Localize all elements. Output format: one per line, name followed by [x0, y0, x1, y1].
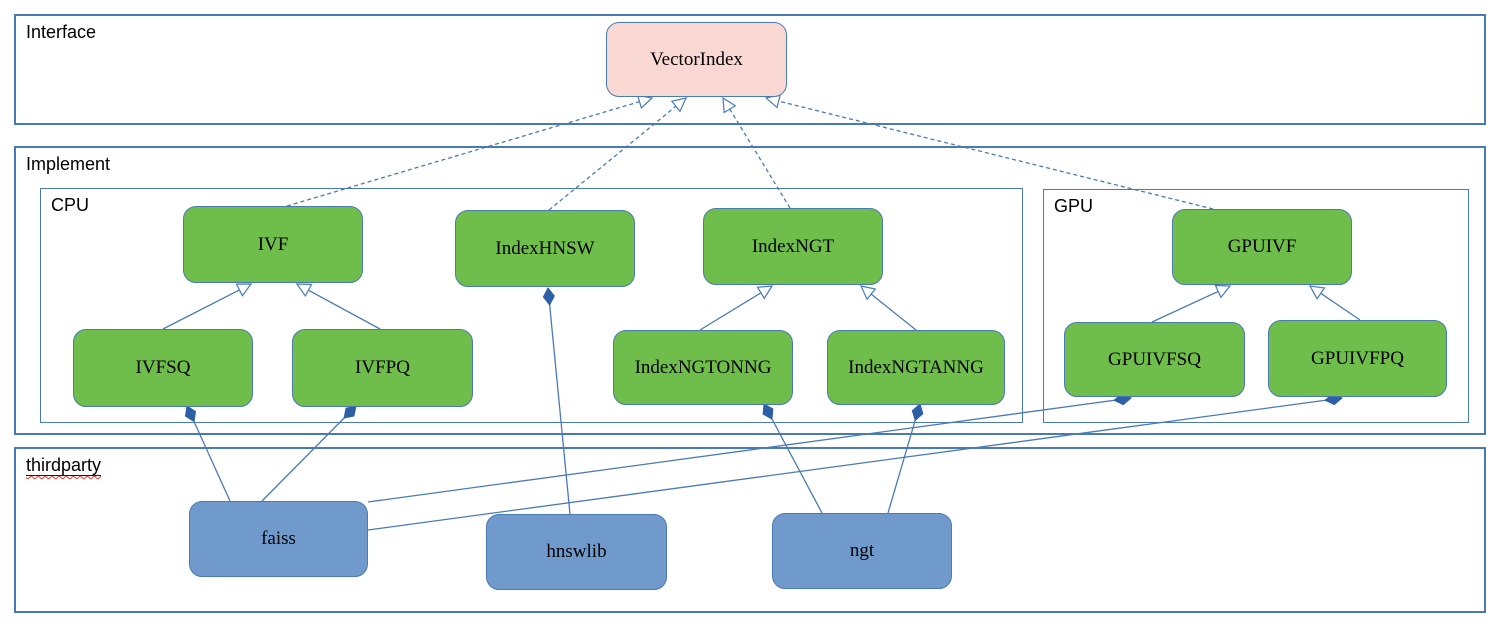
container-label-implement: Implement — [26, 154, 110, 176]
node-ngt[interactable]: ngt — [772, 513, 952, 589]
node-label-ivf: IVF — [257, 233, 289, 255]
node-label-ivfpq: IVFPQ — [355, 357, 410, 378]
container-label-text-gpu: GPU — [1054, 196, 1094, 216]
node-label-ngt: ngt — [849, 540, 875, 561]
node-label-ivfsq: IVFSQ — [135, 357, 191, 378]
container-label-gpu: GPU — [1054, 196, 1093, 218]
node-label-hnswlib: hnswlib — [546, 541, 607, 562]
node-indexngt[interactable]: IndexNGT — [703, 208, 883, 285]
node-ivfsq[interactable]: IVFSQ — [73, 329, 253, 407]
node-ivf[interactable]: IVF — [183, 206, 363, 283]
container-label-text-cpu: CPU — [51, 195, 90, 215]
node-indexngtonng[interactable]: IndexNGTONNG — [613, 330, 793, 405]
node-faiss[interactable]: faiss — [189, 501, 368, 577]
container-label-interface: Interface — [26, 22, 96, 44]
node-vectorindex[interactable]: VectorIndex — [606, 22, 787, 97]
node-indexngtanng[interactable]: IndexNGTANNG — [827, 330, 1005, 405]
container-label-thirdparty: thirdparty — [26, 455, 102, 477]
node-ivfpq[interactable]: IVFPQ — [292, 329, 473, 407]
node-label-indexngt: IndexNGT — [751, 235, 835, 257]
container-label-text-interface: Interface — [26, 22, 97, 42]
container-label-text-thirdparty: thirdparty — [26, 455, 102, 475]
node-label-faiss: faiss — [261, 528, 296, 549]
node-label-indexngtanng: IndexNGTANNG — [848, 356, 984, 378]
node-gpuivf[interactable]: GPUIVF — [1172, 209, 1352, 285]
container-label-cpu: CPU — [51, 195, 89, 217]
node-hnswlib[interactable]: hnswlib — [486, 514, 667, 590]
node-gpuivfpq[interactable]: GPUIVFPQ — [1268, 320, 1447, 397]
node-label-gpuivfpq: GPUIVFPQ — [1311, 347, 1404, 369]
node-label-indexhnsw: IndexHNSW — [495, 237, 595, 259]
node-label-gpuivfsq: GPUIVFSQ — [1108, 348, 1201, 370]
node-label-vectorindex: VectorIndex — [650, 48, 743, 70]
node-indexhnsw[interactable]: IndexHNSW — [455, 210, 635, 287]
node-label-indexngtonng: IndexNGTONNG — [634, 356, 772, 378]
node-label-gpuivf: GPUIVF — [1227, 236, 1297, 257]
container-label-text-implement: Implement — [26, 154, 111, 174]
node-gpuivfsq[interactable]: GPUIVFSQ — [1064, 322, 1245, 397]
